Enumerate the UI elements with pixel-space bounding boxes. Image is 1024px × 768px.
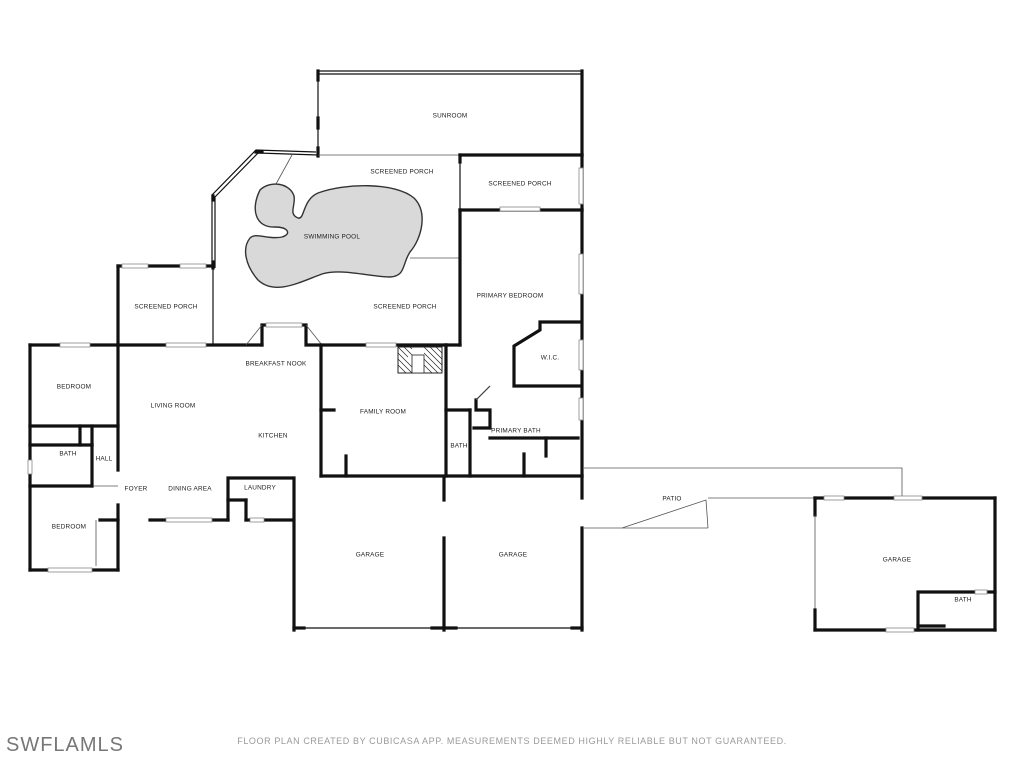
label-bedroom-bottom: BEDROOM: [52, 524, 86, 531]
label-screened-porch-right: SCREENED PORCH: [488, 181, 551, 188]
label-garage-right: GARAGE: [883, 557, 912, 564]
garages: [292, 467, 997, 633]
label-breakfast-nook: BREAKFAST NOOK: [246, 361, 307, 368]
label-kitchen: KITCHEN: [258, 433, 288, 440]
label-hall: HALL: [96, 456, 113, 463]
label-screened-porch-left: SCREENED PORCH: [134, 304, 197, 311]
label-wic: W.I.C.: [541, 355, 560, 362]
label-sunroom: SUNROOM: [433, 113, 468, 120]
label-swimming-pool: SWIMMING POOL: [304, 234, 360, 241]
label-primary-bedroom: PRIMARY BEDROOM: [477, 293, 544, 300]
label-primary-bath: PRIMARY BATH: [491, 428, 541, 435]
left-porch: [116, 263, 215, 347]
label-patio: PATIO: [662, 496, 681, 503]
label-garage-mid: GARAGE: [499, 552, 528, 559]
label-dining-area: DINING AREA: [168, 486, 212, 493]
label-screened-porch-top: SCREENED PORCH: [370, 169, 433, 176]
label-bath-left: BATH: [59, 451, 77, 458]
label-laundry: LAUNDRY: [244, 485, 276, 492]
label-foyer: FOYER: [124, 486, 147, 493]
mls-watermark: SWFLAMLS: [6, 734, 125, 756]
label-garage-left: GARAGE: [356, 552, 385, 559]
label-bedroom-top: BEDROOM: [57, 384, 91, 391]
label-screened-porch-mid: SCREENED PORCH: [373, 304, 436, 311]
label-bath-garage: BATH: [954, 597, 972, 604]
label-living-room: LIVING ROOM: [151, 403, 196, 410]
label-family-room: FAMILY ROOM: [360, 409, 406, 416]
sunroom-area: [316, 69, 584, 158]
main-house-walls: [27, 208, 584, 573]
swimming-pool-shape: [244, 183, 423, 289]
floorplan-disclaimer: FLOOR PLAN CREATED BY CUBICASA APP. MEAS…: [237, 736, 787, 746]
label-bath-mid: BATH: [450, 443, 468, 450]
